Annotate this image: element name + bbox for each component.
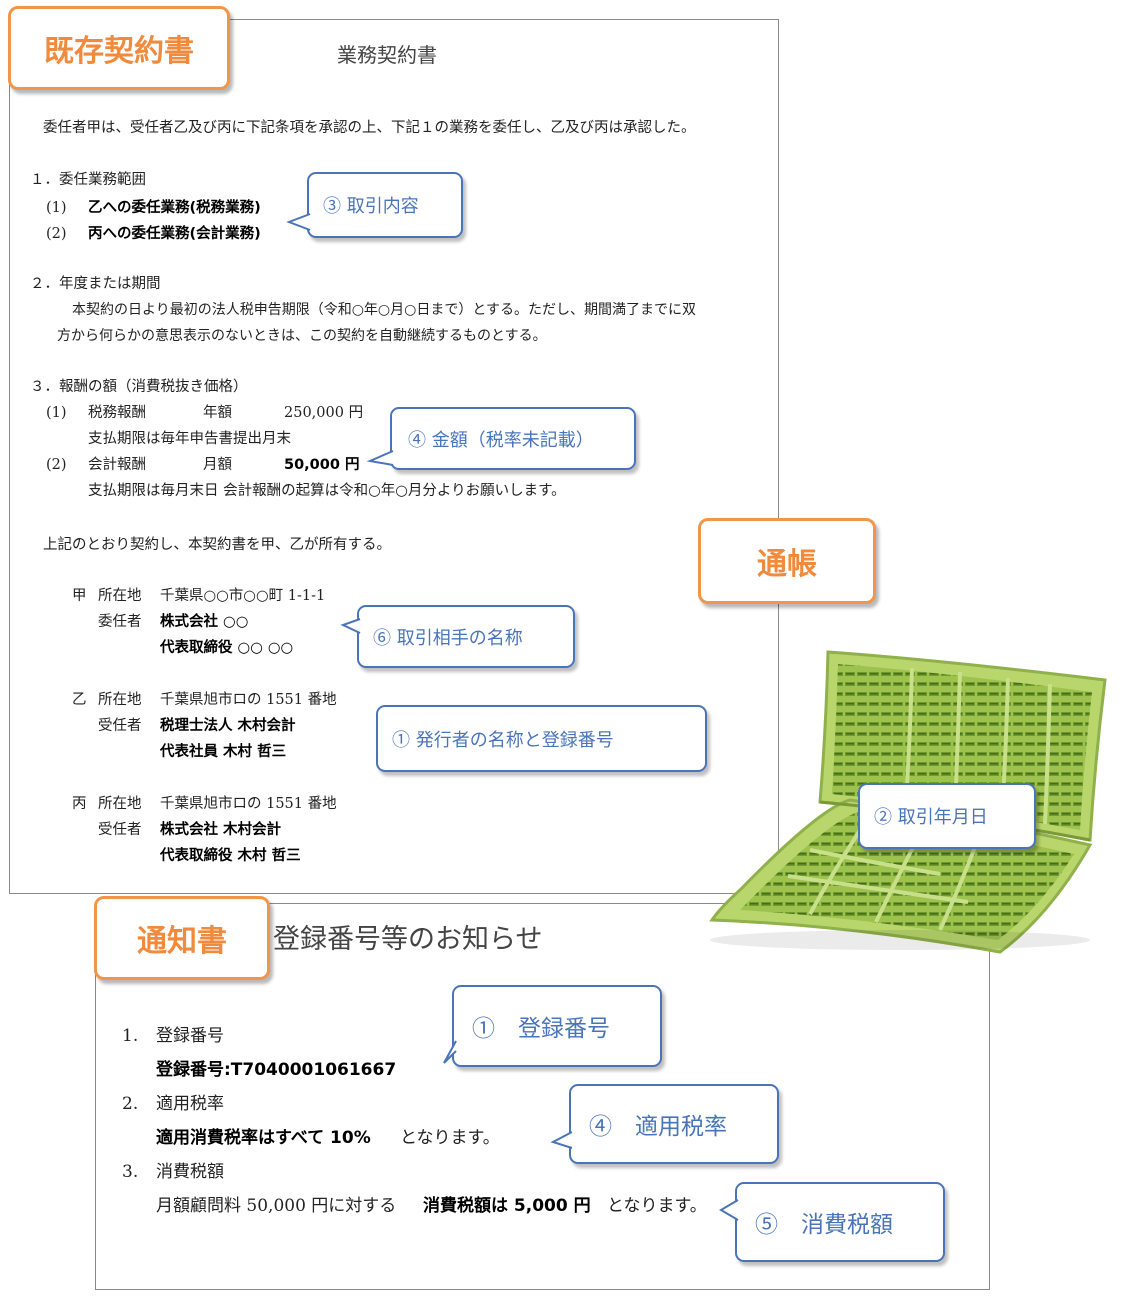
section1-item2-number: (2) <box>46 226 67 242</box>
notice-tax-amount: 消費税額は 5,000 円 <box>423 1196 591 1216</box>
notice-item2-number: 2. <box>122 1094 139 1114</box>
callout-amount-no-rate-label: ④ 金額（税率未記載） <box>408 429 594 451</box>
section3-item2-note: 支払期限は毎月末日 会計報酬の起算は令和○年○月分よりお願いします。 <box>88 483 566 499</box>
section3-item2-name: 会計報酬 <box>88 457 146 473</box>
notice-item2-heading: 適用税率 <box>156 1094 224 1114</box>
section1-item2: 丙への委任業務(会計業務) <box>88 226 261 242</box>
party-c-role: 受任者 <box>98 822 142 838</box>
party-b-address: 千葉県旭市ロの 1551 番地 <box>160 692 337 708</box>
callout-transaction-date: ② 取引年月日 <box>858 783 1036 849</box>
notice-registration-number: 登録番号:T7040001061667 <box>156 1060 397 1080</box>
notice-item3-number: 3. <box>122 1162 139 1182</box>
callout-tax-amount-label: ⑤ 消費税額 <box>755 1212 893 1238</box>
party-a-role: 委任者 <box>98 614 142 630</box>
callout-pointer <box>366 450 394 466</box>
section1-item1: 乙への委任業務(税務業務) <box>88 200 261 216</box>
notice-tax-amount-suffix: となります。 <box>607 1196 707 1216</box>
notice-tax-rate-suffix: となります。 <box>400 1128 500 1148</box>
contract-title: 業務契約書 <box>337 43 437 67</box>
notice-item1-heading: 登録番号 <box>156 1026 224 1046</box>
callout-amount-no-rate: ④ 金額（税率未記載） <box>366 407 636 470</box>
passbook-tag-label: 通帳 <box>757 547 817 582</box>
section3-item1-period: 年額 <box>203 405 232 421</box>
notice-tax-rate: 適用消費税率はすべて 10% <box>156 1128 371 1148</box>
existing-contract-tag-label: 既存契約書 <box>44 34 194 69</box>
callout-registration-number: ① 登録番号 <box>443 985 662 1067</box>
section3-item2-number: (2) <box>46 457 67 473</box>
callout-partner-name-label: ⑥ 取引相手の名称 <box>373 627 523 649</box>
party-a-address: 千葉県○○市○○町 1-1-1 <box>160 588 326 604</box>
notice-tag: 通知書 <box>94 896 270 980</box>
party-a-label: 甲 <box>72 588 87 604</box>
callout-pointer <box>340 618 361 634</box>
callout-pointer <box>550 1131 573 1149</box>
callout-pointer <box>286 213 311 231</box>
callout-pointer <box>719 1199 739 1221</box>
section3-item1-note: 支払期限は毎年申告書提出月末 <box>88 431 291 447</box>
passbook-tag: 通帳 <box>698 518 876 604</box>
party-b-name: 税理士法人 木村会計 <box>160 718 296 734</box>
callout-issuer-and-registration: ① 発行者の名称と登録番号 <box>376 705 707 772</box>
callout-partner-name: ⑥ 取引相手の名称 <box>340 605 575 668</box>
section2-line2: 方から何らかの意思表示のないときは、この契約を自動継続するものとする。 <box>57 328 547 344</box>
notice-tag-label: 通知書 <box>137 924 227 959</box>
section3-item1-name: 税務報酬 <box>88 405 146 421</box>
section3-heading: ３．報酬の額（消費税抜き価格） <box>30 379 248 395</box>
party-a-address-label: 所在地 <box>98 588 142 604</box>
section2-line1: 本契約の日より最初の法人税申告期限（令和○年○月○日まで）とする。ただし、期間満… <box>72 302 696 318</box>
callout-transaction-content-label: ③ 取引内容 <box>323 196 419 217</box>
party-a-representative: 代表取締役 ○○ ○○ <box>160 640 294 656</box>
section3-item1-number: (1) <box>46 405 67 421</box>
callout-registration-number-label: ① 登録番号 <box>472 1016 610 1042</box>
party-c-address-label: 所在地 <box>98 796 142 812</box>
party-c-label: 丙 <box>72 796 87 812</box>
party-b-role: 受任者 <box>98 718 142 734</box>
party-b-label: 乙 <box>72 692 87 708</box>
party-a-name: 株式会社 ○○ <box>160 614 249 630</box>
callout-transaction-date-label: ② 取引年月日 <box>874 807 988 828</box>
party-c-representative: 代表取締役 木村 哲三 <box>160 848 301 864</box>
section3-item2-amount: 50,000 円 <box>284 457 360 473</box>
notice-item1-number: 1. <box>122 1026 139 1046</box>
existing-contract-tag: 既存契約書 <box>8 6 230 90</box>
party-b-representative: 代表社員 木村 哲三 <box>160 744 287 760</box>
party-b-address-label: 所在地 <box>98 692 142 708</box>
callout-issuer-and-registration-label: ① 発行者の名称と登録番号 <box>392 729 614 751</box>
notice-item3-heading: 消費税額 <box>156 1162 224 1182</box>
contract-closing: 上記のとおり契約し、本契約書を甲、乙が所有する。 <box>43 537 391 553</box>
notice-title: 登録番号等のお知らせ <box>273 924 543 955</box>
callout-pointer <box>443 1040 457 1064</box>
section2-heading: ２．年度または期間 <box>30 276 161 292</box>
callout-tax-rate: ④ 適用税率 <box>550 1084 779 1164</box>
section1-heading: １．委任業務範囲 <box>30 172 146 188</box>
party-c-name: 株式会社 木村会計 <box>160 822 282 838</box>
notice-tax-amount-prefix: 月額顧問料 50,000 円に対する <box>156 1196 397 1216</box>
section3-item2-period: 月額 <box>203 457 232 473</box>
contract-intro: 委任者甲は、受任者乙及び丙に下記条項を承認の上、下記１の業務を委任し、乙及び丙は… <box>43 120 696 136</box>
section3-item1-amount: 250,000 円 <box>284 405 364 421</box>
callout-transaction-content: ③ 取引内容 <box>286 172 463 238</box>
callout-tax-amount: ⑤ 消費税額 <box>719 1182 945 1262</box>
party-c-address: 千葉県旭市ロの 1551 番地 <box>160 796 337 812</box>
section1-item1-number: (1) <box>46 200 67 216</box>
callout-tax-rate-label: ④ 適用税率 <box>589 1114 727 1140</box>
